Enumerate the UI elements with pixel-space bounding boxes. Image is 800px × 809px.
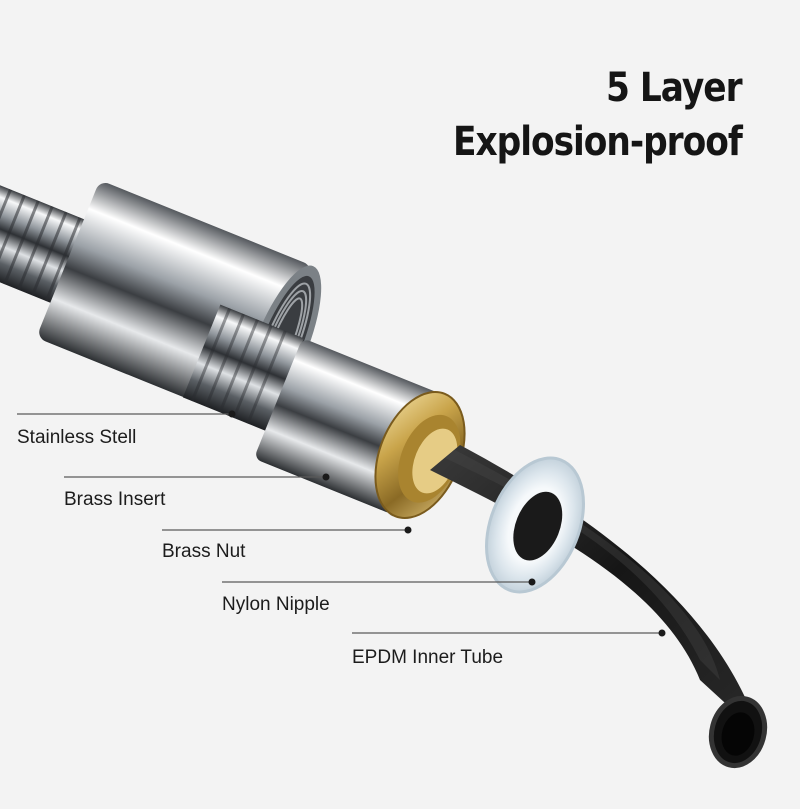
- label-epdm-inner-tube: EPDM Inner Tube: [352, 647, 504, 668]
- epdm-tube: [430, 445, 768, 769]
- label-stainless-steel: Stainless Stell: [17, 427, 137, 448]
- headline-line-1: 5 Layer: [606, 65, 744, 111]
- corrugated-hose: [0, 163, 85, 303]
- leader-dot-stainless: [228, 410, 236, 418]
- label-brass-insert: Brass Insert: [64, 489, 166, 510]
- leader-dot-brass-nut: [404, 526, 412, 534]
- leader-dot-nylon: [528, 578, 536, 586]
- leader-dot-brass-insert: [322, 473, 330, 481]
- headline-line-2: Explosion-proof: [453, 119, 743, 165]
- inner-corrugation: [182, 304, 304, 432]
- nylon-nipple: [485, 456, 585, 594]
- leader-dot-epdm: [658, 629, 666, 637]
- label-brass-nut: Brass Nut: [162, 541, 246, 562]
- label-nylon-nipple: Nylon Nipple: [222, 594, 330, 615]
- brass-nut: [374, 390, 466, 520]
